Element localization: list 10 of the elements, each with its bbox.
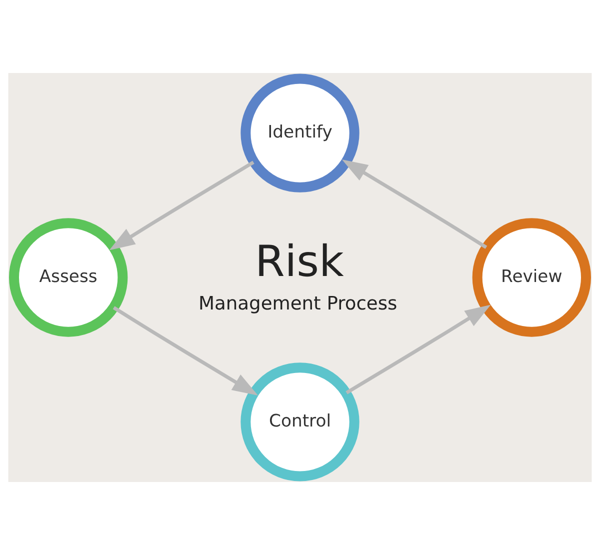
node-circle: Control — [240, 362, 360, 481]
arrow — [112, 306, 258, 396]
arrow — [342, 158, 488, 248]
label: Risk — [254, 236, 344, 287]
label: Management Process — [198, 293, 398, 314]
node-circle: Identify — [240, 73, 360, 192]
node-circle: Assess — [8, 218, 128, 336]
arrow — [346, 304, 491, 394]
arrow — [109, 160, 254, 250]
node-circle: Review — [472, 218, 592, 336]
